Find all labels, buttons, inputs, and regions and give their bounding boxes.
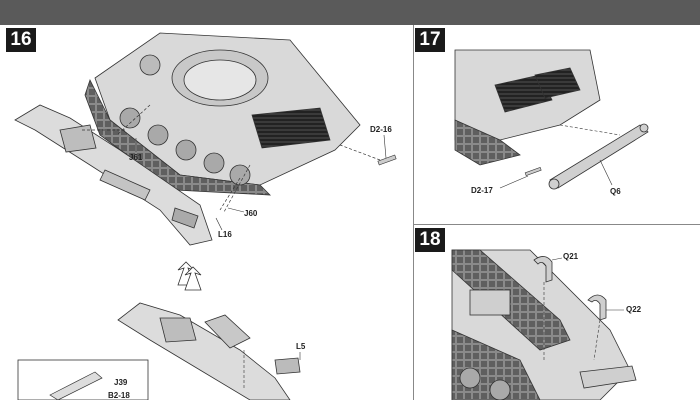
label-j60: J60 [244,209,258,218]
part-q6 [548,123,649,190]
leader-d2-16 [383,134,387,159]
leader-l16 [215,217,223,231]
label-l5: L5 [296,342,306,351]
assembly-arrow [177,261,202,291]
step-16-hull [84,32,361,196]
step-16-fender [14,104,213,246]
leader-d2-17 [499,175,529,189]
step-18-badge: 18 [415,228,445,252]
label-d2-16: D2-16 [370,125,392,134]
panel-divider-vertical [413,25,414,400]
label-q22: Q22 [626,305,642,314]
part-q21 [533,256,553,283]
step-17-badge: 17 [415,28,445,52]
label-d2-17: D2-17 [471,186,493,195]
label-j39: J39 [114,378,128,387]
leader-q21 [551,257,563,261]
label-j61: J61 [129,153,143,162]
leader-q6 [599,159,613,186]
guide-q22 [593,319,601,361]
step-18-hull [451,249,637,400]
part-j39 [49,371,103,400]
panel-divider-horizontal [414,224,700,225]
step-17-hull [454,49,601,166]
part-d2-17 [524,166,542,177]
part-d2-16 [377,154,397,166]
header-bar [0,0,700,25]
label-q21: Q21 [563,252,579,261]
step-16-subassembly [117,302,301,400]
step-16-guide-lines [80,104,381,213]
guide-q6 [559,124,621,136]
label-q6: Q6 [610,187,621,196]
leader-j60 [227,207,245,213]
label-b2-18: B2-18 [108,391,130,400]
step-16-badge: 16 [6,28,36,52]
label-l16: L16 [218,230,232,239]
